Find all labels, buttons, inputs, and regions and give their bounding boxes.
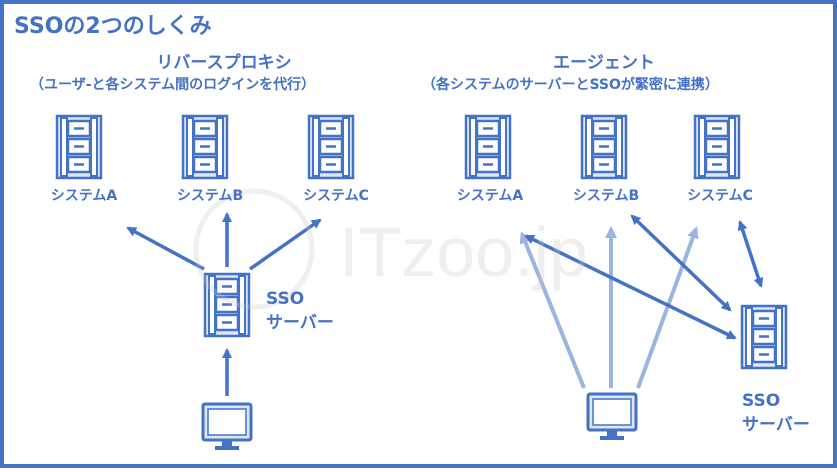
left-system-b-server-icon	[181, 114, 229, 180]
right-system-b-label: システムB	[572, 188, 640, 204]
watermark-text: ITzoo.jp	[339, 213, 588, 291]
right-heading: エージェント	[553, 53, 655, 73]
right-system-c-label: システムC	[687, 188, 753, 204]
diagram-title: SSOの2つのしくみ	[14, 14, 212, 39]
left-arrows	[126, 212, 322, 396]
left-monitor-icon	[201, 402, 253, 452]
watermark-logo: ITzoo.jp	[193, 188, 588, 310]
right-system-c-server-icon	[693, 114, 741, 180]
left-sso-label-1: SSO	[266, 289, 305, 309]
left-heading: リバースプロキシ	[156, 53, 292, 73]
right-subheading: （各システムのサーバーとSSOが緊密に連携）	[422, 77, 719, 93]
right-system-b-server-icon	[580, 114, 628, 180]
right-system-a-label: システムA	[456, 188, 524, 204]
right-sso-label-2: サーバー	[742, 415, 810, 435]
right-monitor-icon	[586, 392, 638, 442]
diagram-graphics: ITzoo.jp	[55, 114, 788, 452]
left-system-c-label: システムC	[303, 188, 369, 204]
left-sso-label-2: サーバー	[266, 313, 334, 333]
right-sso-label-1: SSO	[742, 391, 781, 411]
right-system-a-server-icon	[464, 114, 512, 180]
left-system-a-server-icon	[55, 114, 103, 180]
right-sso-links	[524, 214, 764, 340]
left-system-a-label: システムA	[50, 188, 118, 204]
right-sso-server-icon	[740, 304, 788, 370]
left-system-b-label: システムB	[176, 188, 244, 204]
left-system-c-server-icon	[307, 114, 355, 180]
left-subheading: （ユーザ-と各システム間のログインを代行）	[30, 77, 316, 93]
